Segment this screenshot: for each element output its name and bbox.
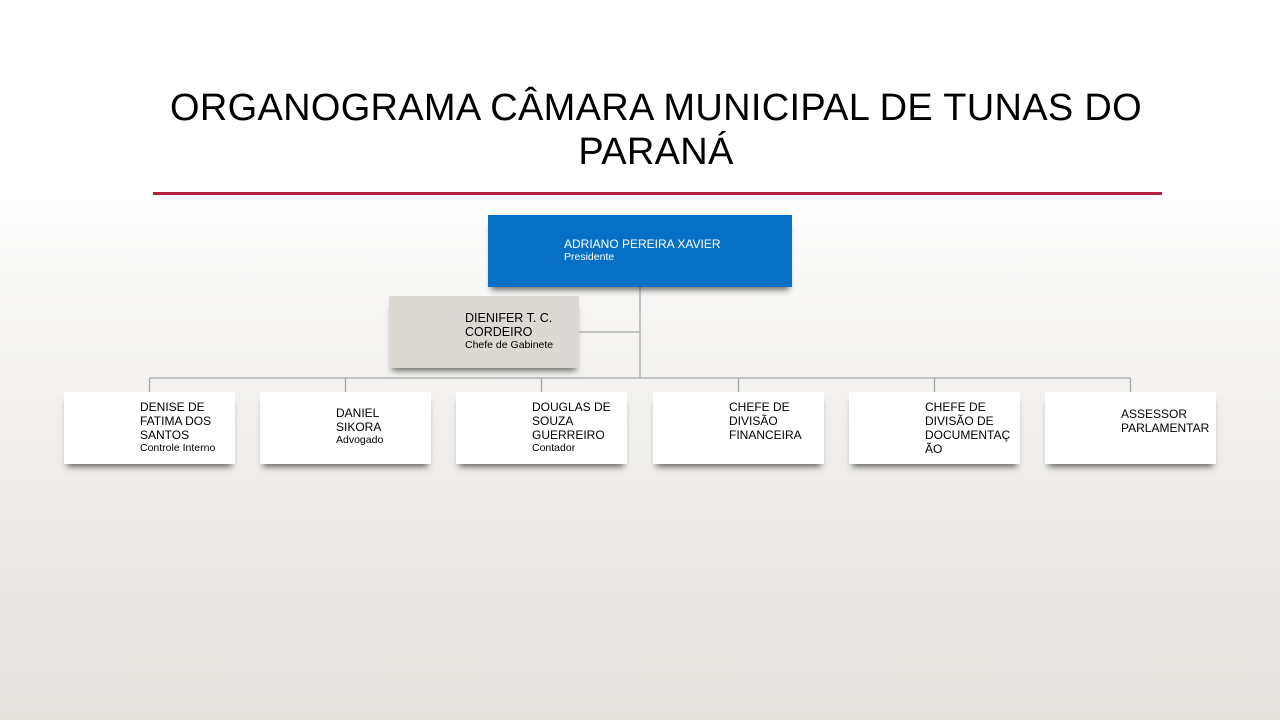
node-name: DENISE DE FATIMA DOS SANTOS (140, 400, 212, 442)
node-name: CHEFE DE DIVISÃO DE DOCUMENTAÇÃO (925, 400, 1011, 456)
node-role: Chefe de Gabinete (465, 339, 554, 351)
org-node-child: DOUGLAS DE SOUZA GUERREIRO Contador (456, 392, 627, 464)
org-node-child: CHEFE DE DIVISÃO DE DOCUMENTAÇÃO (849, 392, 1020, 464)
org-node-child: DANIEL SIKORA Advogado (260, 392, 431, 464)
node-name: DIENIFER T. C. CORDEIRO (465, 311, 553, 339)
org-node-child: CHEFE DE DIVISÃO FINANCEIRA (653, 392, 824, 464)
node-role: Presidente (564, 251, 615, 263)
org-node-chief-of-staff: DIENIFER T. C. CORDEIRO Chefe de Gabinet… (389, 296, 579, 368)
node-name: DOUGLAS DE SOUZA GUERREIRO (532, 400, 611, 442)
node-name: DANIEL SIKORA (336, 406, 382, 434)
node-name: ASSESSOR PARLAMENTAR (1121, 407, 1210, 435)
node-name: ADRIANO PEREIRA XAVIER (564, 237, 721, 251)
node-role: Advogado (336, 434, 384, 446)
node-name: CHEFE DE DIVISÃO FINANCEIRA (729, 400, 802, 442)
node-role: Controle Interno (140, 442, 216, 454)
org-node-child: ASSESSOR PARLAMENTAR (1045, 392, 1216, 464)
node-role: Contador (532, 442, 576, 454)
page-title: ORGANOGRAMA CÂMARA MUNICIPAL DE TUNAS DO… (169, 87, 1142, 173)
org-node-president: ADRIANO PEREIRA XAVIER Presidente (488, 215, 792, 287)
title-underline (153, 192, 1162, 195)
org-node-child: DENISE DE FATIMA DOS SANTOS Controle Int… (64, 392, 235, 464)
